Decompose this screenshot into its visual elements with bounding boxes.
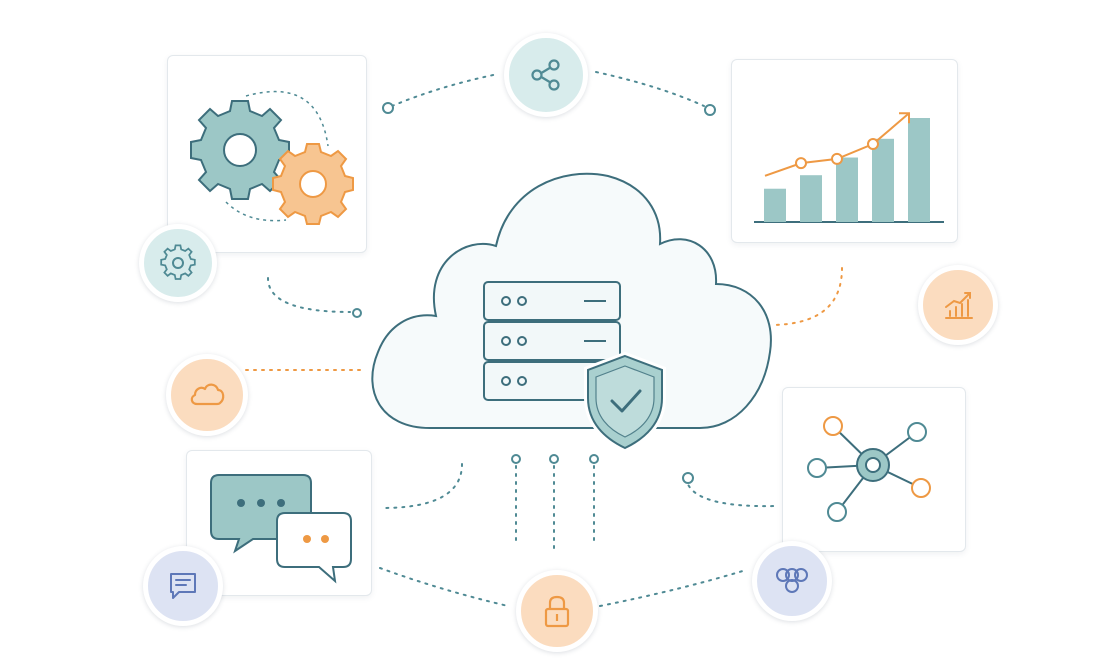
connector-chart-hub xyxy=(771,267,843,326)
panel-network xyxy=(782,387,966,552)
connector-top-right xyxy=(595,71,705,107)
connector-lock-left xyxy=(379,567,509,607)
panel-analytics xyxy=(731,59,958,243)
connector-lines xyxy=(245,71,843,607)
chart-trend-point xyxy=(831,152,843,165)
badge-share xyxy=(504,33,588,117)
share-icon xyxy=(531,59,560,91)
panel-automation xyxy=(167,55,367,253)
network-graph-icon xyxy=(807,416,931,522)
chart-trend-arrow xyxy=(899,112,910,124)
badge-message xyxy=(143,546,223,626)
growth-chart-icon xyxy=(754,112,944,223)
chart-trend-point xyxy=(867,138,879,151)
connector-node xyxy=(704,104,716,116)
chart-bar xyxy=(800,175,822,222)
gears-icon xyxy=(190,90,354,225)
badge-lock xyxy=(516,570,598,652)
badge-trend xyxy=(918,265,998,345)
chart-bar xyxy=(908,118,930,222)
cluster-icon xyxy=(776,568,808,593)
cloud-hub xyxy=(371,172,772,453)
connector-node xyxy=(682,472,694,484)
server-unit xyxy=(483,281,621,321)
security-shield-icon xyxy=(584,351,666,453)
chart-bar xyxy=(872,138,894,222)
chat-bubbles-icon xyxy=(210,474,352,584)
chart-trend-point xyxy=(795,157,807,170)
connector-node xyxy=(549,454,559,464)
message-icon xyxy=(170,573,196,599)
connector-lock-right xyxy=(599,569,747,607)
cloud-icon xyxy=(190,383,225,406)
connector-network-hub xyxy=(685,477,777,508)
trend-chart-icon xyxy=(945,292,973,319)
connector-gears-hub xyxy=(267,277,351,313)
gear-icon xyxy=(160,244,196,280)
badge-gear xyxy=(139,224,217,302)
connector-node xyxy=(511,454,521,464)
chart-bar xyxy=(836,157,858,222)
connector-top-left xyxy=(391,73,499,107)
connector-node xyxy=(352,308,362,318)
connector-node xyxy=(589,454,599,464)
connector-node xyxy=(382,102,394,114)
badge-cluster xyxy=(752,541,832,621)
badge-cloud xyxy=(166,354,248,436)
connector-chat-hub xyxy=(381,463,463,509)
server-unit xyxy=(483,321,621,361)
lock-icon xyxy=(544,595,570,628)
chart-bar xyxy=(764,188,786,222)
